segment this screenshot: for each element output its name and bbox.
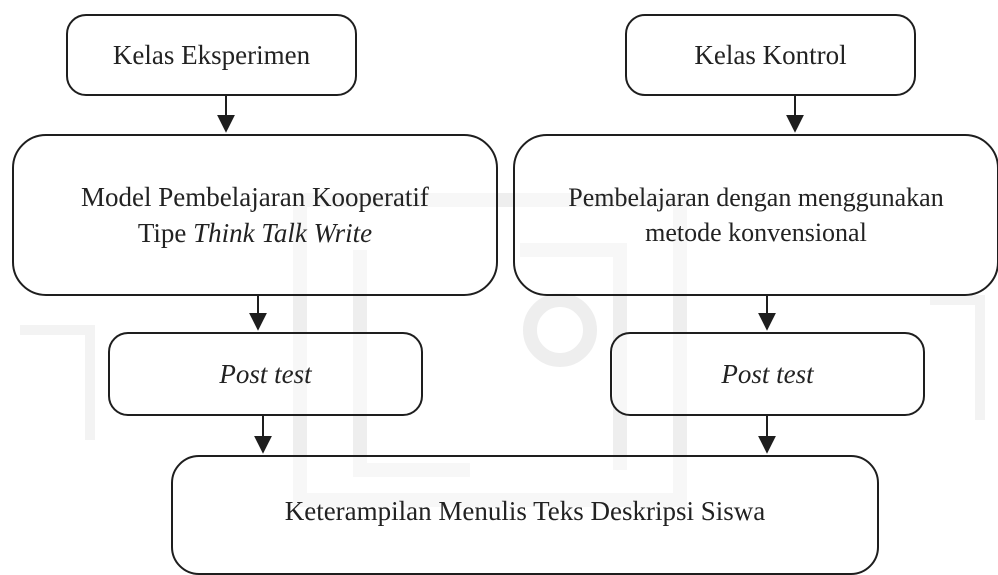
model-ttw-italic: Think Talk Write [193, 218, 373, 248]
post-test-left-label: Post test [219, 358, 312, 389]
model-ttw-prefix: Tipe [137, 218, 194, 248]
kelas-kontrol-label: Kelas Kontrol [694, 39, 847, 70]
model-ttw-line1: Model Pembelajaran Kooperatif [81, 181, 429, 212]
kelas-eksperimen-label: Kelas Eksperimen [112, 39, 311, 70]
post-test-right-box: Post test [610, 332, 925, 416]
model-ttw-line2: Tipe Think Talk Write [81, 215, 429, 251]
kelas-kontrol-box: Kelas Kontrol [625, 14, 916, 96]
keterampilan-menulis-box: Keterampilan Menulis Teks Deskripsi Sisw… [171, 455, 879, 575]
metode-konvensional-line1: Pembelajaran dengan menggunakan [568, 182, 944, 212]
post-test-right-label: Post test [721, 358, 814, 389]
kelas-eksperimen-box: Kelas Eksperimen [66, 14, 357, 96]
model-ttw-text: Model Pembelajaran Kooperatif Tipe Think… [81, 179, 429, 252]
metode-konvensional-text: Pembelajaran dengan menggunakan metode k… [568, 180, 943, 250]
metode-konvensional-line2: metode konvensional [645, 218, 867, 247]
metode-konvensional-box: Pembelajaran dengan menggunakan metode k… [513, 134, 998, 296]
post-test-left-box: Post test [108, 332, 423, 416]
keterampilan-menulis-label: Keterampilan Menulis Teks Deskripsi Sisw… [284, 495, 766, 526]
model-ttw-box: Model Pembelajaran Kooperatif Tipe Think… [12, 134, 498, 296]
